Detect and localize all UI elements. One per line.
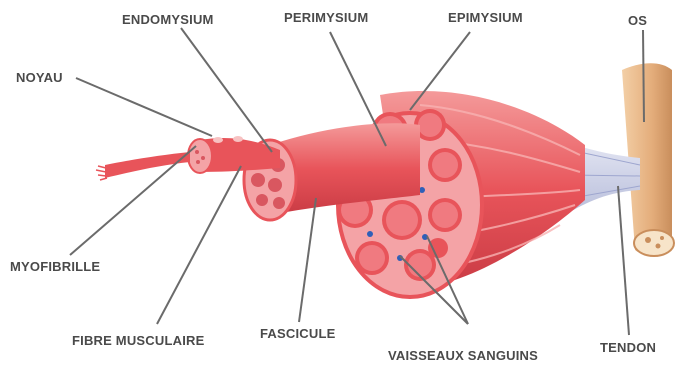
leader-fascicule	[299, 198, 316, 322]
leader-endomysium	[181, 28, 272, 152]
label-os: OS	[628, 13, 647, 28]
label-tendon: TENDON	[600, 340, 656, 355]
leader-fibre-musculaire	[157, 166, 241, 324]
leader-noyau	[76, 78, 212, 136]
leader-os	[643, 30, 644, 122]
leader-tendon	[618, 186, 629, 335]
label-fascicule: FASCICULE	[260, 326, 335, 341]
label-endomysium: ENDOMYSIUM	[122, 12, 214, 27]
myofibril	[96, 152, 190, 180]
label-perimysium: PERIMYSIUM	[284, 10, 368, 25]
label-myofibrille: MYOFIBRILLE	[10, 259, 100, 274]
label-noyau: NOYAU	[16, 70, 63, 85]
label-vaisseaux-sanguins: VAISSEAUX SANGUINS	[388, 348, 538, 363]
label-epimysium: EPIMYSIUM	[448, 10, 523, 25]
label-fibre-musculaire: FIBRE MUSCULAIRE	[72, 333, 204, 348]
